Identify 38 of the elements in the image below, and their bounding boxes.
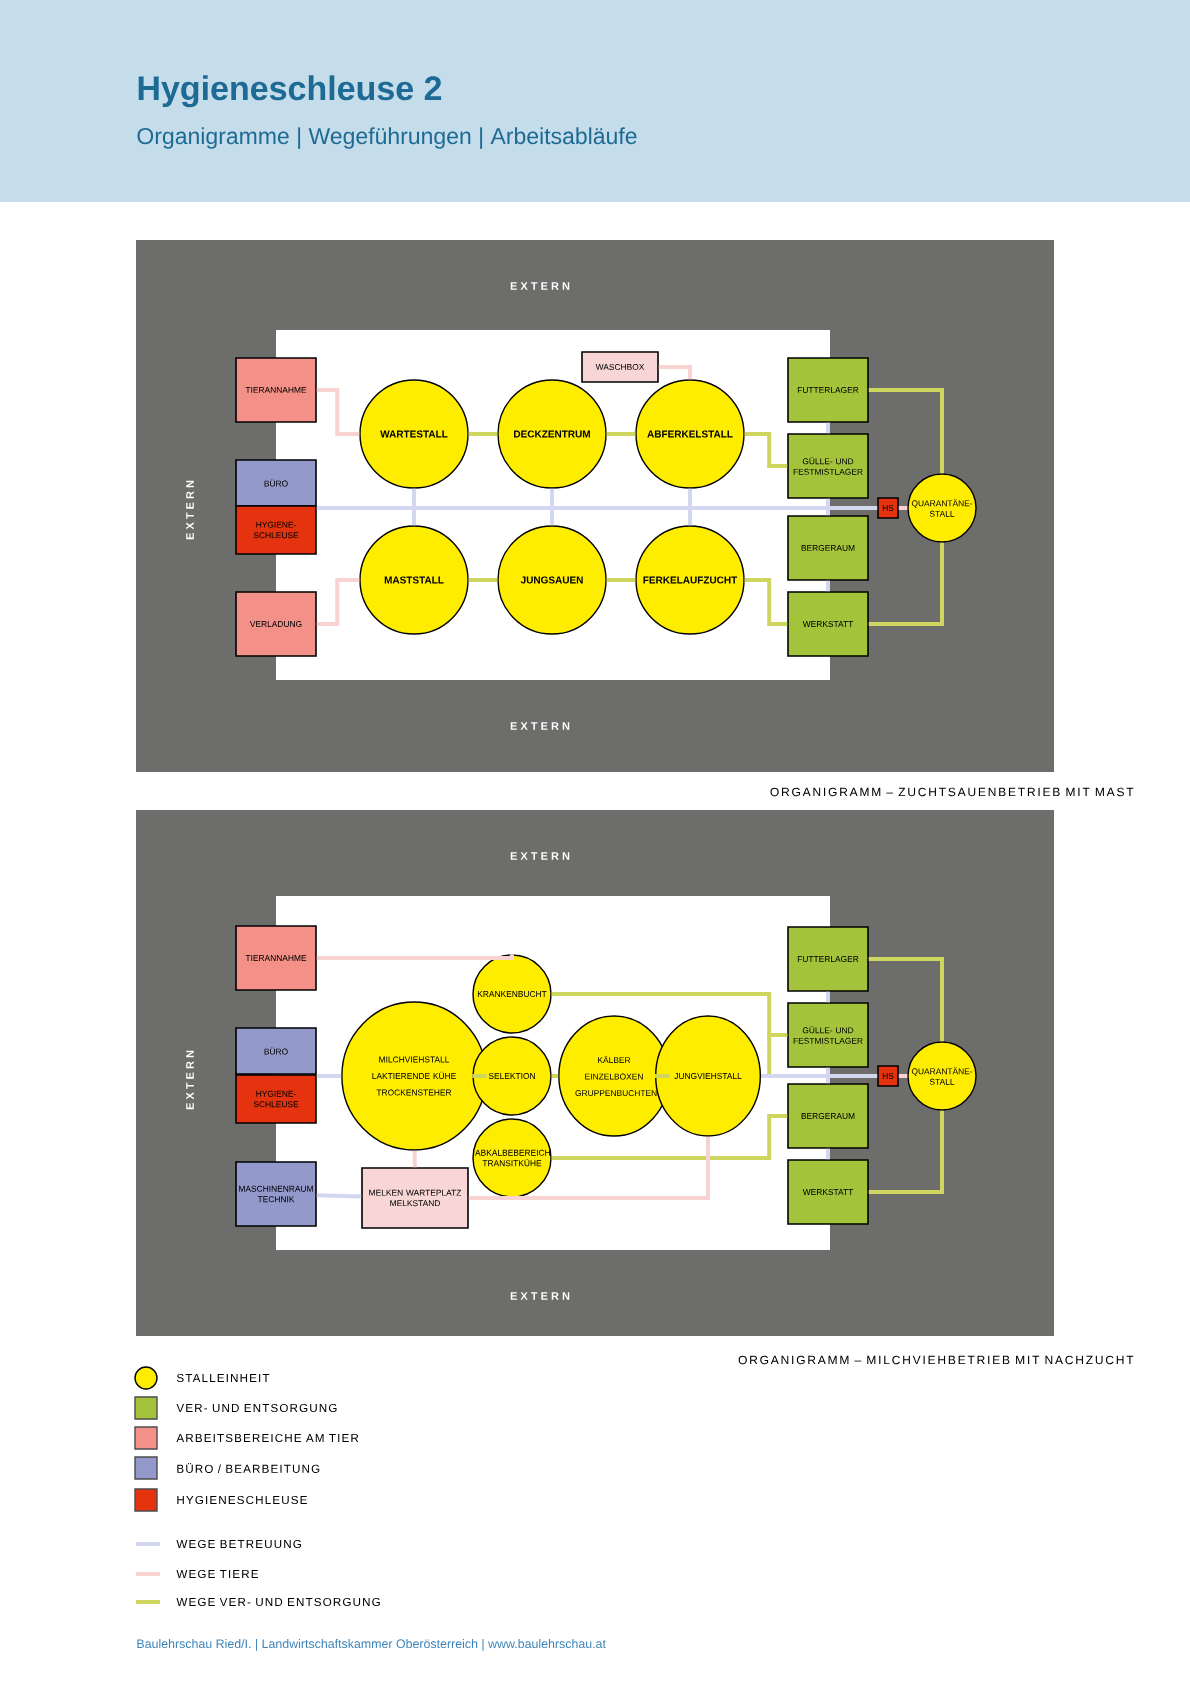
path-line — [761, 1033, 788, 1078]
path-line — [316, 506, 878, 510]
path-line — [744, 432, 788, 468]
path-line — [744, 578, 788, 626]
path-line — [551, 1114, 788, 1160]
path-line — [826, 991, 830, 1003]
path-line — [412, 488, 416, 526]
path-line — [868, 388, 944, 474]
path-line — [316, 388, 360, 436]
path-line — [550, 488, 554, 526]
path-line — [868, 542, 944, 626]
path-line — [551, 1074, 559, 1078]
path-line — [412, 1150, 417, 1168]
path-line — [761, 1074, 878, 1078]
path-line — [655, 1074, 670, 1078]
path-line — [316, 1074, 342, 1078]
path-line — [898, 1074, 908, 1078]
path-line — [688, 488, 692, 526]
path-line — [826, 580, 830, 592]
path-line — [468, 432, 498, 436]
subtitle: Organigramme | Wegeführungen | Arbeitsabläufe — [137, 127, 637, 149]
path-line — [606, 432, 636, 436]
path-line — [316, 1193, 362, 1199]
title: Hygieneschleuse 2 — [138, 75, 442, 108]
path-line — [868, 957, 944, 1042]
path-line — [898, 506, 908, 510]
path-line — [606, 578, 636, 582]
path-line — [316, 954, 514, 960]
path-line — [472, 1074, 487, 1078]
path-line — [868, 1110, 944, 1194]
path-line — [468, 1136, 710, 1200]
path-line — [826, 498, 830, 516]
path-line — [826, 422, 830, 434]
path-line — [826, 1148, 830, 1160]
path-line — [826, 1067, 830, 1084]
path-line — [658, 365, 692, 380]
path-line — [316, 578, 360, 626]
path-line — [468, 578, 498, 582]
